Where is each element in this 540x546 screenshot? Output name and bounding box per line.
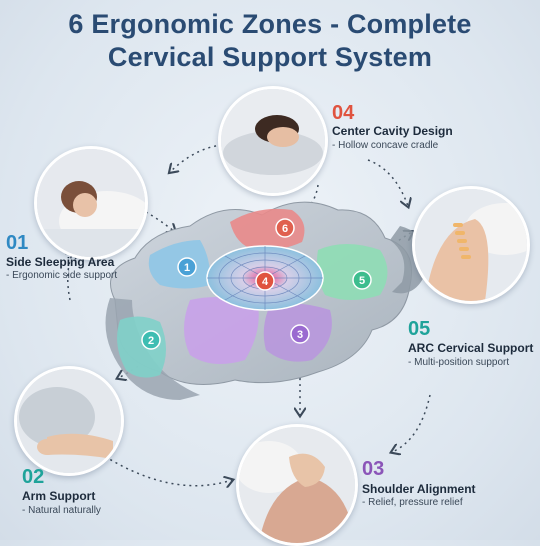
connector-bottom-right [392, 394, 431, 452]
zone-05-title: ARC Cervical Support [408, 341, 534, 355]
zone-01-number: 01 [6, 232, 29, 254]
photo-arc-cervical [412, 186, 530, 304]
zone-badges: 1 2 3 4 5 6 [141, 218, 372, 350]
side-sleeping-photo [37, 149, 145, 257]
photo-center-cavity [218, 86, 328, 196]
svg-text:2: 2 [148, 335, 154, 347]
connector-01 [145, 211, 175, 232]
title-line-1: 6 Ergonomic Zones - Complete [68, 9, 472, 39]
page-title: 6 Ergonomic Zones - Complete Cervical Su… [0, 8, 540, 74]
connector-02 [118, 354, 153, 378]
zone-3b-pad [184, 296, 259, 364]
zone-02-title: Arm Support [22, 489, 96, 503]
svg-text:4: 4 [262, 276, 269, 288]
zone-03-desc: - Relief, pressure relief [362, 497, 463, 508]
pillow-illustration: 1 2 3 4 5 6 [105, 201, 430, 400]
badge-1: 1 [177, 257, 197, 277]
photo-side-sleeping [34, 146, 148, 260]
zone-05-desc: - Multi-position support [408, 357, 510, 368]
svg-text:6: 6 [282, 223, 288, 235]
arc-cervical-photo [415, 189, 527, 301]
badge-6: 6 [275, 218, 295, 238]
zone-04-title: Center Cavity Design [332, 124, 453, 138]
connector-top [170, 144, 223, 172]
zone-02-desc: - Natural naturally [22, 505, 101, 516]
zone-04-number: 04 [332, 102, 355, 124]
badge-3: 3 [290, 324, 310, 344]
zone-02-number: 02 [22, 466, 45, 488]
photo-shoulder-alignment [236, 424, 358, 546]
badge-2: 2 [141, 330, 161, 350]
zone-01-title: Side Sleeping Area [6, 255, 115, 269]
svg-text:1: 1 [184, 262, 190, 274]
zone-5-pad [316, 244, 388, 300]
shoulder-alignment-photo [239, 427, 355, 543]
badge-5: 5 [352, 270, 372, 290]
title-line-2: Cervical Support System [107, 42, 433, 72]
photo-arm-support [14, 366, 124, 476]
connector-bottom-left [94, 449, 232, 486]
svg-text:5: 5 [359, 275, 365, 287]
center-cavity-photo [221, 89, 325, 193]
badge-4: 4 [255, 271, 275, 291]
arm-support-photo [17, 369, 121, 473]
zone-03-title: Shoulder Alignment [362, 482, 476, 496]
zone-04-desc: - Hollow concave cradle [332, 140, 439, 151]
svg-text:3: 3 [297, 329, 303, 341]
zone-03-number: 03 [362, 458, 385, 480]
connector-right-top [367, 159, 408, 206]
zone-05-number: 05 [408, 318, 431, 340]
zone-01-desc: - Ergonomic side support [6, 270, 118, 281]
center-cavity-mesh [207, 246, 323, 310]
